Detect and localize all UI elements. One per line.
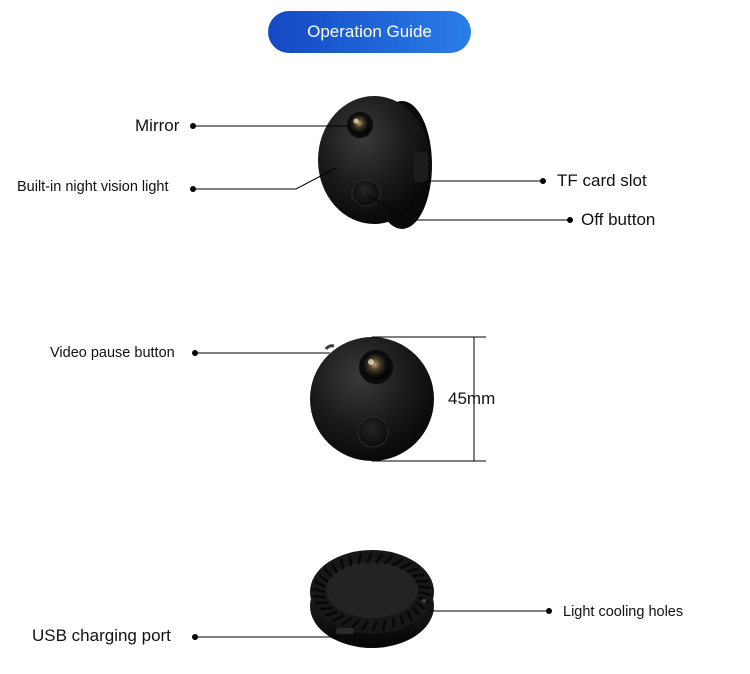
cooling-slot xyxy=(331,563,338,573)
cooling-slot xyxy=(357,553,362,565)
cooling-holes-icon xyxy=(313,552,431,632)
video-pause-dot xyxy=(192,350,198,356)
cooling-slot xyxy=(418,590,431,597)
camera-angled-view xyxy=(318,96,432,229)
off-button-dot xyxy=(567,217,573,223)
front-lens-icon xyxy=(363,354,389,380)
tf-card-slot-label: TF card slot xyxy=(557,171,647,190)
cooling-slot xyxy=(341,617,352,626)
cooling-slot xyxy=(411,606,420,616)
cooling-slot xyxy=(361,620,369,631)
dimension-label: 45mm xyxy=(448,389,496,408)
usb-port-dot xyxy=(192,634,198,640)
night-light-leader xyxy=(194,167,337,190)
night-light-dot xyxy=(190,186,196,192)
cooling-slot xyxy=(371,620,378,632)
off-button-leader xyxy=(366,194,569,221)
mirror-label: Mirror xyxy=(135,116,180,135)
usb-port-shape xyxy=(336,628,354,634)
cooling-slot xyxy=(418,585,431,590)
camera-front-body xyxy=(310,337,434,461)
cooling-slot xyxy=(411,573,425,578)
usb-charging-port-label: USB charging port xyxy=(32,626,171,645)
cooling-slot xyxy=(384,555,394,565)
cooling-slot xyxy=(324,568,333,578)
cooling-slot xyxy=(382,619,387,631)
cooling-slot xyxy=(375,553,383,564)
cooling-slot xyxy=(313,594,326,599)
cooling-slot xyxy=(399,614,405,626)
camera-front-view xyxy=(310,337,434,461)
cooling-slot xyxy=(319,606,333,611)
camera-body xyxy=(318,96,430,224)
tf-slot-shape xyxy=(414,152,428,182)
cooling-slot xyxy=(399,562,412,570)
cooling-slot xyxy=(332,614,345,622)
cooling-slot xyxy=(318,574,329,583)
camera-back-view xyxy=(310,550,434,648)
cooling-slot xyxy=(313,587,326,594)
off-button-label: Off button xyxy=(581,210,656,229)
off-button-shape xyxy=(351,179,381,207)
night-vision-light-label: Built-in night vision light xyxy=(17,179,169,195)
cooling-slot xyxy=(392,558,403,567)
cooling-slot xyxy=(325,611,338,617)
view1-leader-lines xyxy=(194,125,569,221)
cooling-slot xyxy=(339,558,345,570)
operation-guide-banner: Operation Guide xyxy=(268,11,471,53)
front-button-shape xyxy=(357,416,389,448)
view2-leader-lines xyxy=(196,336,486,462)
video-pause-button-label: Video pause button xyxy=(50,345,175,361)
light-cooling-holes-label: Light cooling holes xyxy=(563,604,684,620)
view3-leader-lines xyxy=(196,610,548,638)
cooling-slot xyxy=(406,611,413,621)
cooling-slot xyxy=(366,552,373,564)
cooling-slot xyxy=(350,619,360,629)
cooling-slot xyxy=(314,580,326,588)
lens-icon xyxy=(350,115,370,135)
cooling-holes-dot xyxy=(546,608,552,614)
tf-slot-dot xyxy=(540,178,546,184)
camera-back-center xyxy=(326,562,418,618)
cooling-slot xyxy=(406,567,419,573)
cooling-slot xyxy=(415,601,426,610)
mirror-dot xyxy=(190,123,196,129)
